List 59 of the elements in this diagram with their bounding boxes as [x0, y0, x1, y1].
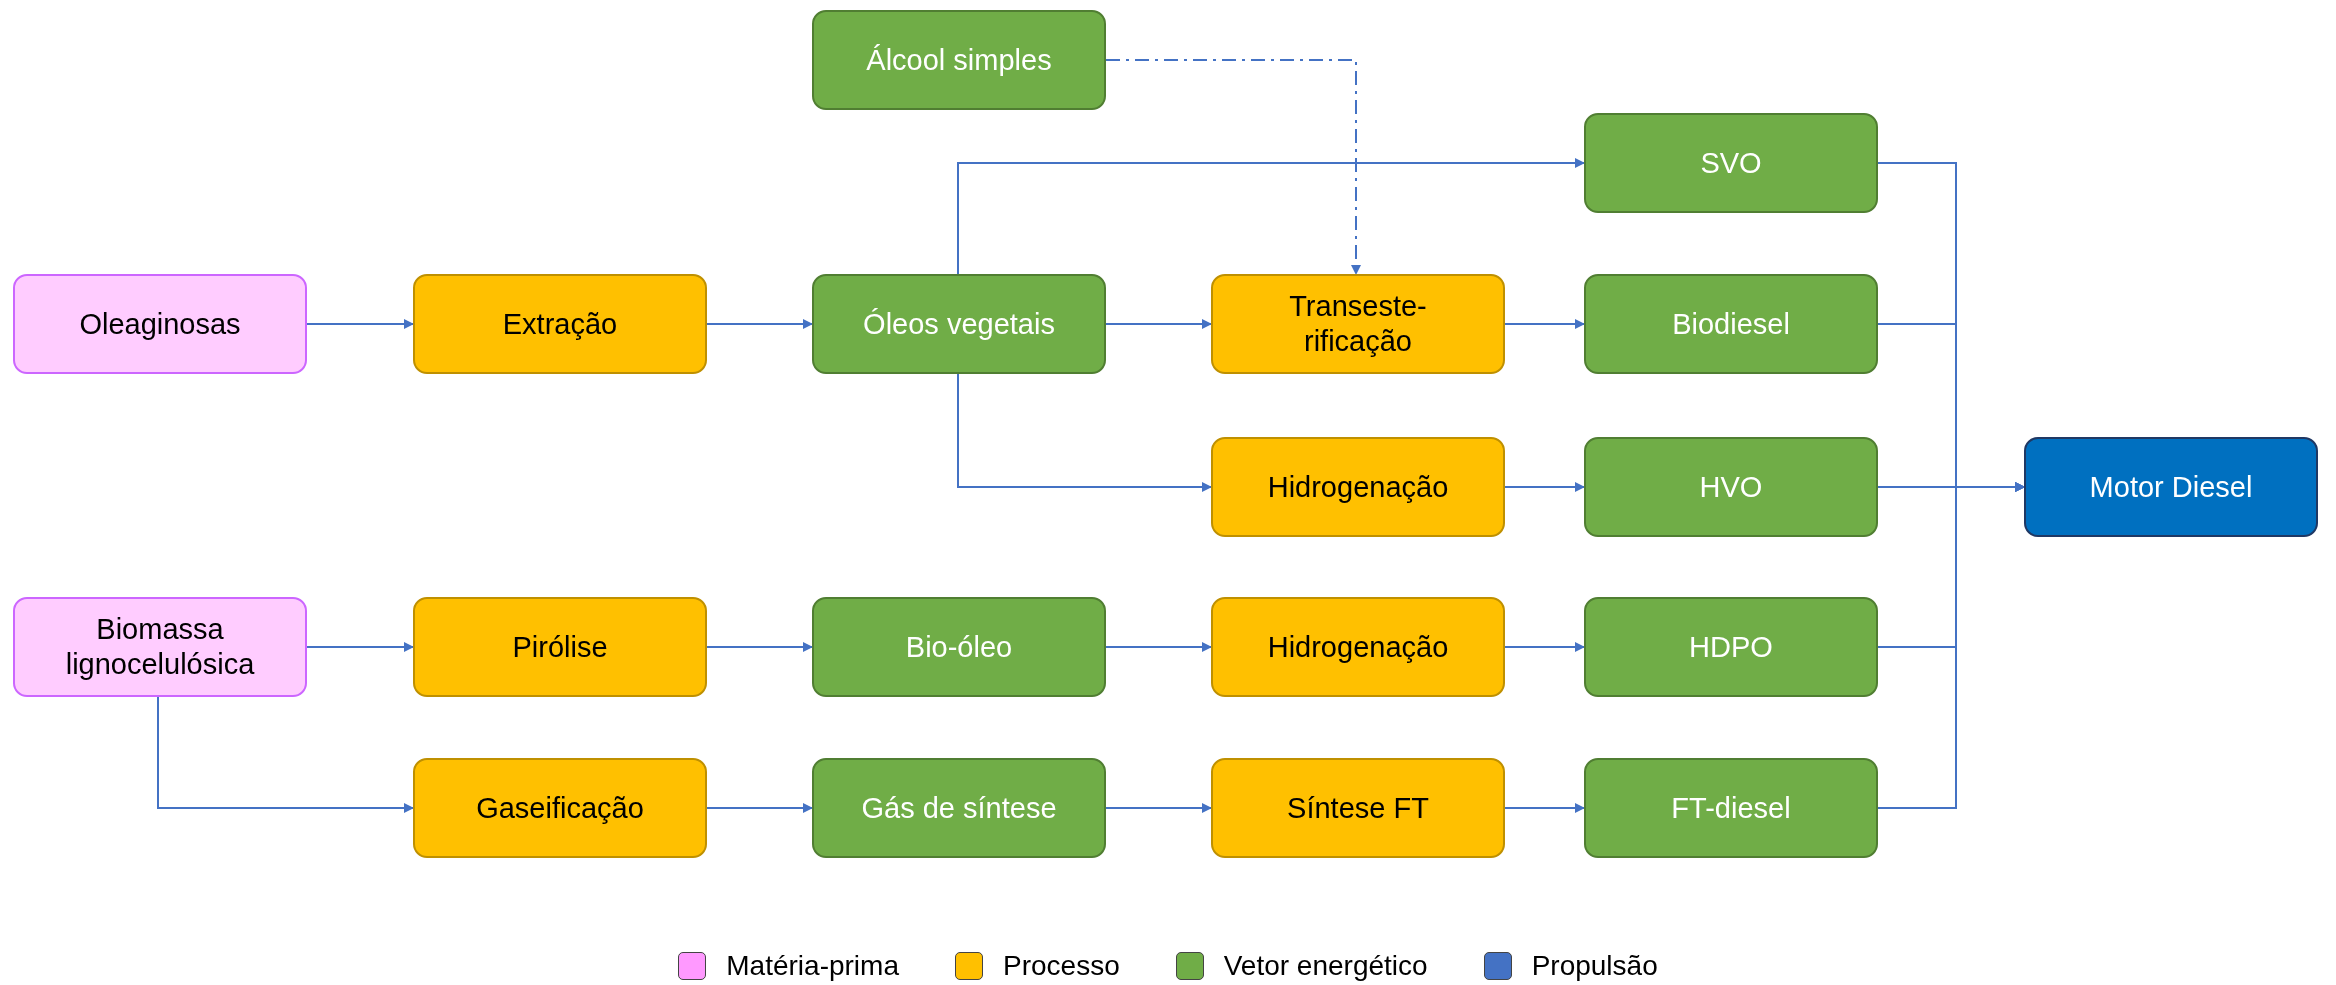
arrow: [1504, 642, 1585, 652]
node-box: [812, 597, 1106, 697]
arrow: [1105, 803, 1212, 813]
node-label: Síntese FT: [1287, 790, 1429, 826]
node-box: [2024, 437, 2318, 537]
node-label: Oleaginosas: [79, 306, 241, 342]
node-label: Pirólise: [512, 629, 608, 665]
node-label: Hidrogenação: [1267, 469, 1449, 505]
node-box: [812, 10, 1106, 110]
process-box: [1211, 437, 1505, 537]
node-label: Transeste- rificação: [1288, 289, 1428, 359]
process-box: [1211, 758, 1505, 858]
node-box: [1584, 437, 1878, 537]
arrow: [706, 803, 813, 813]
process-box: [413, 597, 707, 697]
node-label: Bio-óleo: [905, 629, 1013, 665]
node-label: Óleos vegetais: [863, 306, 1055, 342]
node-label: Gás de síntese: [861, 790, 1057, 826]
process-box: [413, 274, 707, 374]
node-label: Álcool simples: [866, 42, 1052, 78]
legend-label: Processo: [1003, 949, 1120, 983]
node-box: [1584, 113, 1878, 213]
node-label: FT-diesel: [1671, 790, 1791, 826]
arrow: [1877, 482, 2025, 809]
node-label: Motor Diesel: [2089, 469, 2253, 505]
legend-label: Matéria-prima: [726, 949, 899, 983]
node-label: HDPO: [1689, 629, 1773, 665]
arrow: [1504, 482, 1585, 492]
arrow: [706, 319, 813, 329]
legend-label: Propulsão: [1531, 949, 1658, 983]
node-label: Biomassa lignocelulósica: [64, 612, 256, 682]
arrow: [1105, 59, 1361, 275]
node-box: [1584, 597, 1878, 697]
arrow: [1105, 319, 1212, 329]
arrow: [306, 642, 414, 652]
node-box: [13, 274, 307, 374]
node-box: [13, 597, 307, 697]
node-label: SVO: [1700, 145, 1762, 181]
node-label: Extração: [502, 306, 618, 342]
arrow: [1504, 803, 1585, 813]
legend-label: Vetor energético: [1223, 949, 1428, 983]
process-box: [413, 758, 707, 858]
arrow: [1105, 642, 1212, 652]
arrow: [1504, 319, 1585, 329]
process-box: [1211, 274, 1505, 374]
arrow: [157, 696, 414, 813]
node-box: [812, 758, 1106, 858]
arrow: [957, 373, 1212, 492]
arrow: [957, 158, 1585, 275]
node-box: [1584, 758, 1878, 858]
node-label: Biodiesel: [1672, 306, 1790, 342]
arrow: [306, 319, 414, 329]
node-label: Hidrogenação: [1267, 629, 1449, 665]
node-label: Gaseificação: [476, 790, 644, 826]
process-box: [1211, 597, 1505, 697]
node-box: [1584, 274, 1878, 374]
arrow: [706, 642, 813, 652]
node-box: [812, 274, 1106, 374]
node-label: HVO: [1699, 469, 1763, 505]
